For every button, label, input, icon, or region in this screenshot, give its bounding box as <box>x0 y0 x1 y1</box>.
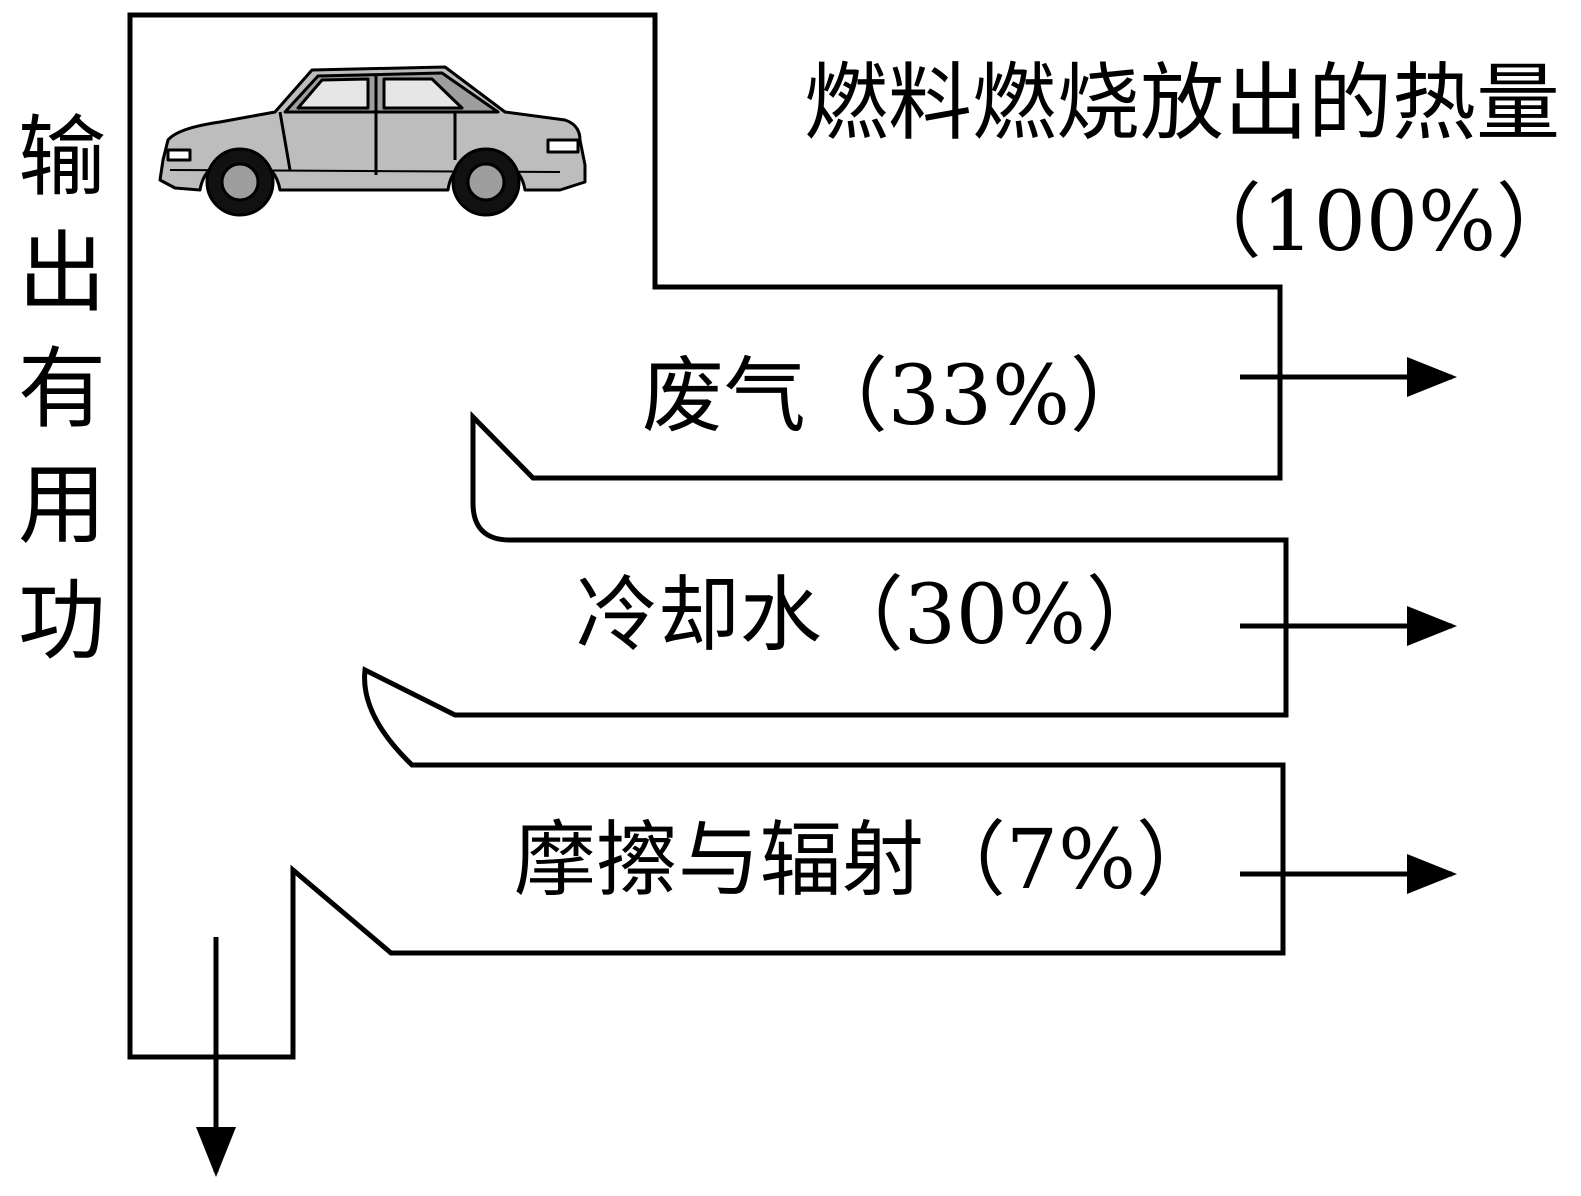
loss-label-friction: 摩擦与辐射（7%） <box>514 813 1218 908</box>
input-heat-label: 燃料燃烧放出的热量 <box>804 54 1560 152</box>
useful-work-label: 输出有用功 <box>4 110 107 690</box>
car-icon <box>158 65 587 217</box>
loss-label-exhaust: 废气（33%） <box>642 349 1152 444</box>
input-heat-percent: （100%） <box>1180 175 1578 270</box>
energy-channel-outline <box>127 12 1289 1060</box>
loss-label-coolant: 冷却水（30%） <box>576 568 1168 663</box>
